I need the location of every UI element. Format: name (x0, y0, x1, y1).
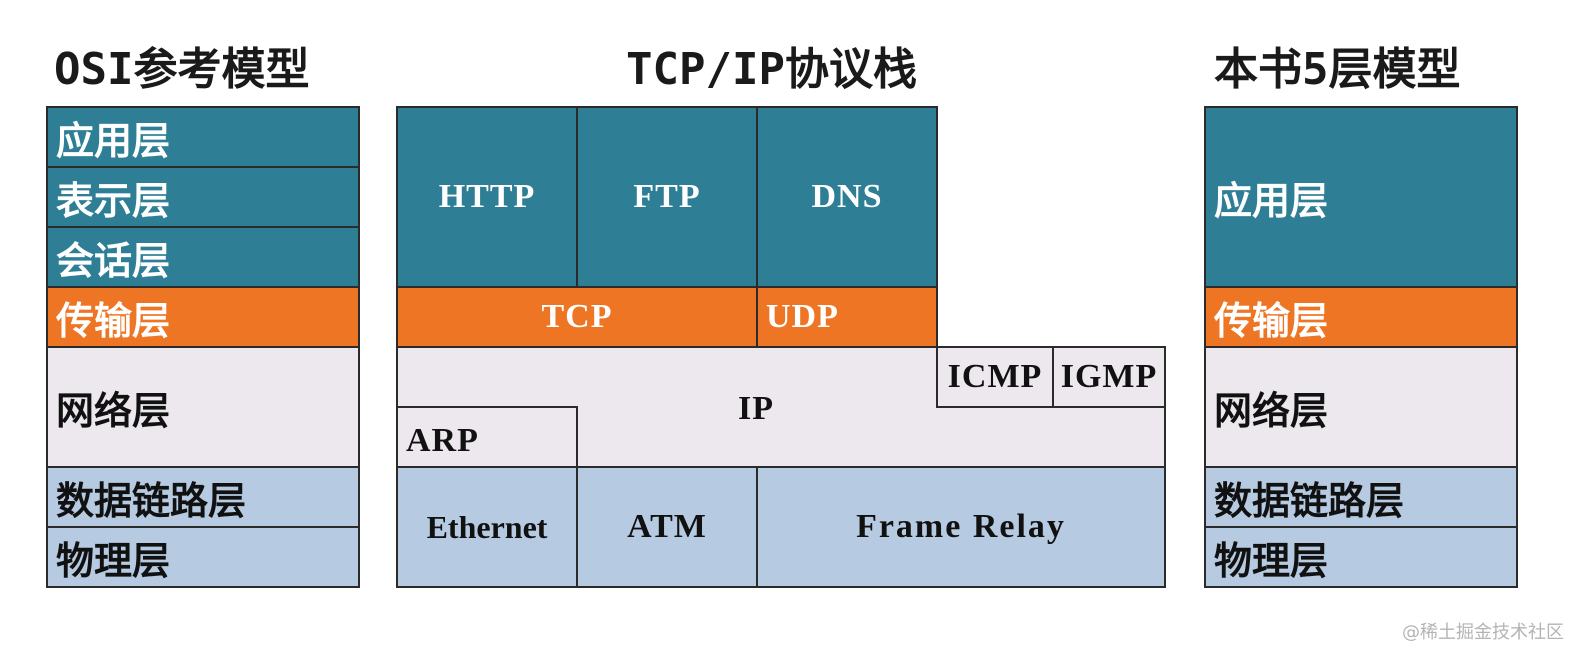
protocol-frame-relay: Frame Relay (756, 466, 1166, 588)
tcpip-stack-title: TCP/IP协议栈 (626, 44, 917, 95)
protocol-http: HTTP (396, 106, 578, 288)
osi-layer-session: 会话层 (46, 226, 360, 288)
osi-layer-network: 网络层 (46, 346, 360, 468)
osi-model-title: OSI参考模型 (54, 44, 310, 95)
osi-layer-data-link: 数据链路层 (46, 466, 360, 528)
five-layer-network: 网络层 (1204, 346, 1518, 468)
protocol-tcp: TCP (396, 286, 758, 348)
protocol-ethernet: Ethernet (396, 466, 578, 588)
five-layer-application: 应用层 (1204, 106, 1518, 288)
five-layer-data-link: 数据链路层 (1204, 466, 1518, 528)
five-layer-transport: 传输层 (1204, 286, 1518, 348)
watermark: @稀土掘金技术社区 (1402, 622, 1564, 643)
protocol-icmp: ICMP (936, 346, 1054, 408)
osi-layer-physical: 物理层 (46, 526, 360, 588)
protocol-ftp: FTP (576, 106, 758, 288)
osi-layer-transport: 传输层 (46, 286, 360, 348)
five-layer-physical: 物理层 (1204, 526, 1518, 588)
protocol-igmp: IGMP (1052, 346, 1166, 408)
protocol-atm: ATM (576, 466, 758, 588)
protocol-ip: IP (738, 390, 774, 427)
osi-layer-presentation: 表示层 (46, 166, 360, 228)
protocol-udp: UDP (756, 286, 938, 348)
osi-layer-application: 应用层 (46, 106, 360, 168)
protocol-dns: DNS (756, 106, 938, 288)
protocol-arp: ARP (396, 406, 578, 468)
five-layer-model-title: 本书5层模型 (1214, 44, 1461, 95)
